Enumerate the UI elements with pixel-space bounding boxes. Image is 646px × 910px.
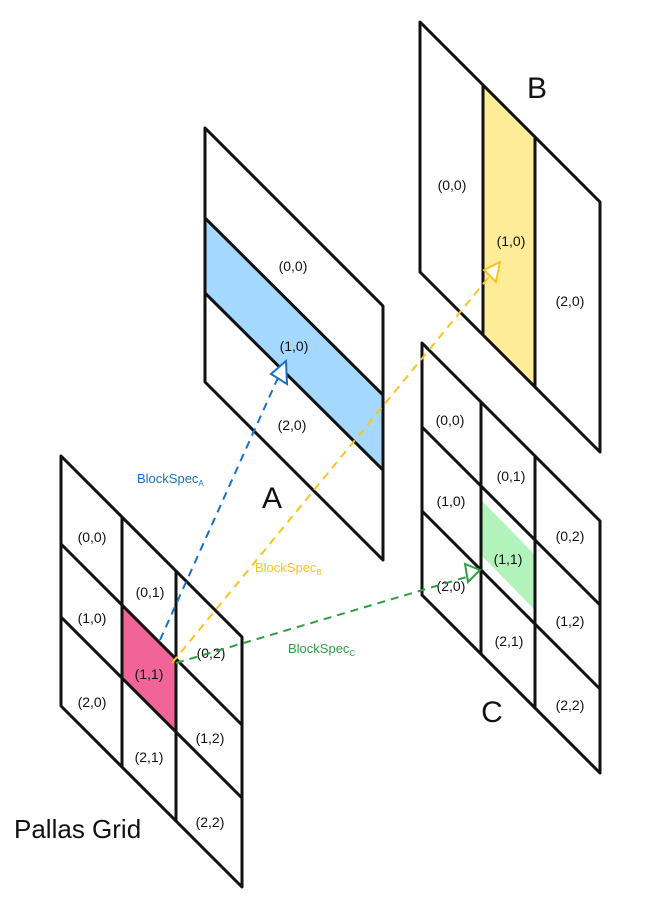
matrix-a-highlight-block <box>205 218 383 470</box>
pallas-grid-cell-label: (1,0) <box>78 610 107 626</box>
pallas-grid-cell-label: (2,2) <box>196 814 225 830</box>
matrix-a-block-label: (1,0) <box>280 338 309 354</box>
pallas-grid-hline-1 <box>59 542 244 727</box>
blockspec-b-arrowhead <box>482 260 502 285</box>
matrix-c-cell-label: (2,2) <box>556 697 585 713</box>
pallas-grid-hline-2 <box>59 615 244 800</box>
pallas-grid-cell-label: (0,0) <box>78 529 107 545</box>
blockspec-b-subscript: B <box>316 568 321 577</box>
pallas-grid-outline <box>59 454 244 889</box>
matrix-c-hline-1 <box>420 425 602 607</box>
pallas-grid-highlight-cell <box>122 604 176 731</box>
blockspec-c-text: BlockSpec <box>288 641 350 656</box>
blockspec-c-arrowhead <box>463 562 482 585</box>
matrix-c-cell-label: (0,0) <box>436 412 465 428</box>
matrix-b: (0,0) (1,0) (2,0) B <box>418 20 602 454</box>
blockspec-b-arrow <box>171 271 494 664</box>
matrix-b-highlight-block <box>483 86 535 388</box>
matrix-a-divider-2 <box>203 291 385 472</box>
blockspec-a-label: BlockSpecA <box>137 471 204 488</box>
pallas-grid-cell-label: (2,1) <box>135 749 164 765</box>
matrix-a-block-label: (2,0) <box>278 417 307 433</box>
matrix-a-outline <box>203 126 385 562</box>
pallas-grid-cell-label: (0,1) <box>136 584 165 600</box>
matrix-c-cell-label: (1,1) <box>494 551 523 567</box>
blockspec-a-arrow <box>159 370 282 641</box>
matrix-b-block-label: (2,0) <box>556 293 585 309</box>
matrix-c-cell-label: (2,1) <box>495 633 524 649</box>
matrix-b-outline <box>418 20 602 454</box>
pallas-grid-cell-label: (0,2) <box>197 645 226 661</box>
blockspec-a-subscript: A <box>198 479 204 488</box>
blockspec-b-label: BlockSpecB <box>255 560 322 577</box>
blockspec-c-label: BlockSpecC <box>288 641 355 658</box>
matrix-a: (0,0) (1,0) (2,0) A <box>203 126 385 562</box>
pallas-grid-title: Pallas Grid <box>14 814 141 844</box>
pallas-grid: (0,0) (0,1) (0,2) (1,0) (1,1) (1,2) (2,0… <box>14 454 244 889</box>
matrix-a-divider-1 <box>203 216 385 397</box>
pallas-grid-cell-label: (1,2) <box>196 730 225 746</box>
matrix-c-cell-label: (0,1) <box>497 468 526 484</box>
blockspec-c-arrow <box>175 575 471 664</box>
matrix-c-cell-label: (1,2) <box>556 613 585 629</box>
matrix-c-title: C <box>481 696 503 729</box>
matrix-c-cell-label: (0,2) <box>556 528 585 544</box>
matrix-c-cell-label: (2,0) <box>437 578 466 594</box>
matrix-c: (0,0) (0,1) (0,2) (1,0) (1,1) (1,2) (2,0… <box>420 341 602 775</box>
pallas-grid-cell-label: (1,1) <box>135 666 164 682</box>
pallas-grid-cell-label: (2,0) <box>78 694 107 710</box>
blockspec-c-subscript: C <box>349 649 355 658</box>
matrix-b-block-label: (1,0) <box>497 233 526 249</box>
blockspec-a-text: BlockSpec <box>137 471 199 486</box>
matrix-a-title: A <box>262 482 282 515</box>
matrix-c-cell-label: (1,0) <box>437 493 466 509</box>
matrix-b-title: B <box>527 72 547 105</box>
matrix-b-block-label: (0,0) <box>438 177 467 193</box>
matrix-c-hline-2 <box>420 509 602 691</box>
matrix-c-highlight-cell <box>481 500 535 610</box>
blockspec-arrows <box>159 260 502 664</box>
blockspec-b-text: BlockSpec <box>255 560 317 575</box>
blockspec-a-arrowhead <box>269 358 289 386</box>
matrix-a-block-label: (0,0) <box>279 258 308 274</box>
